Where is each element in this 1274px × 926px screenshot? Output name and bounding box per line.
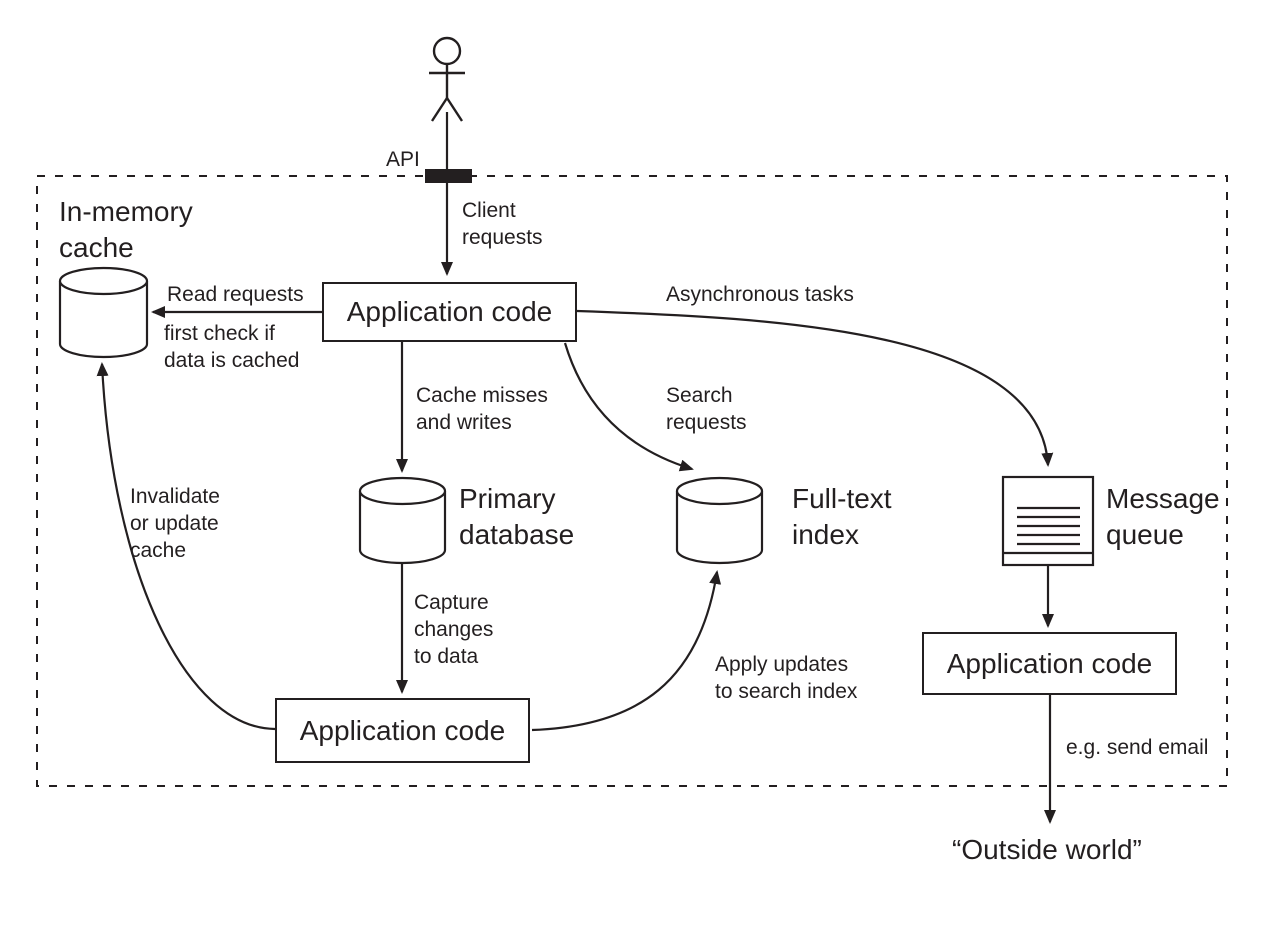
asynchronous-tasks-label: Asynchronous tasks [666, 283, 854, 306]
application-code-top-label: Application code [346, 296, 553, 327]
invalidate-cache-arrow [96, 362, 276, 731]
read-requests-note-label: first check if data is cached [164, 322, 300, 372]
application-code-bottom-label: Application code [299, 714, 506, 746]
application-code-right-box: Application code [922, 632, 1177, 695]
search-requests-arrow [563, 342, 694, 472]
message-queue-icon [1001, 475, 1095, 567]
asynchronous-tasks-arrow [576, 309, 1054, 467]
application-code-right-label: Application code [946, 647, 1153, 679]
client-requests-label: Client requests [462, 199, 543, 249]
invalidate-cache-label: Invalidate or update cache [130, 485, 220, 562]
cache-misses-label: Cache misses and writes [416, 384, 548, 434]
api-label: API [386, 148, 420, 171]
cache-cylinder-icon [58, 266, 149, 359]
read-requests-label: Read requests [167, 283, 304, 306]
api-boundary-bar [425, 169, 472, 183]
user-actor-icon [429, 36, 465, 122]
send-email-label: e.g. send email [1066, 736, 1209, 759]
capture-changes-label: Capture changes to data [414, 591, 494, 668]
application-code-bottom-box: Application code [275, 698, 530, 763]
application-code-top-box: Application code [322, 282, 577, 342]
full-text-index-label: Full-text index [792, 483, 892, 550]
system-boundary-dashed-box [36, 175, 1228, 787]
outside-world-label: “Outside world” [952, 834, 1142, 865]
primary-database-label: Primary database [459, 483, 575, 550]
search-requests-label: Search requests [666, 384, 747, 434]
message-queue-label: Message queue [1106, 483, 1220, 550]
full-text-index-cylinder-icon [675, 476, 764, 565]
in-memory-cache-label: In-memory cache [59, 196, 193, 263]
primary-database-cylinder-icon [358, 476, 447, 565]
apply-updates-arrow [531, 570, 722, 732]
apply-updates-label: Apply updates to search index [715, 653, 858, 703]
